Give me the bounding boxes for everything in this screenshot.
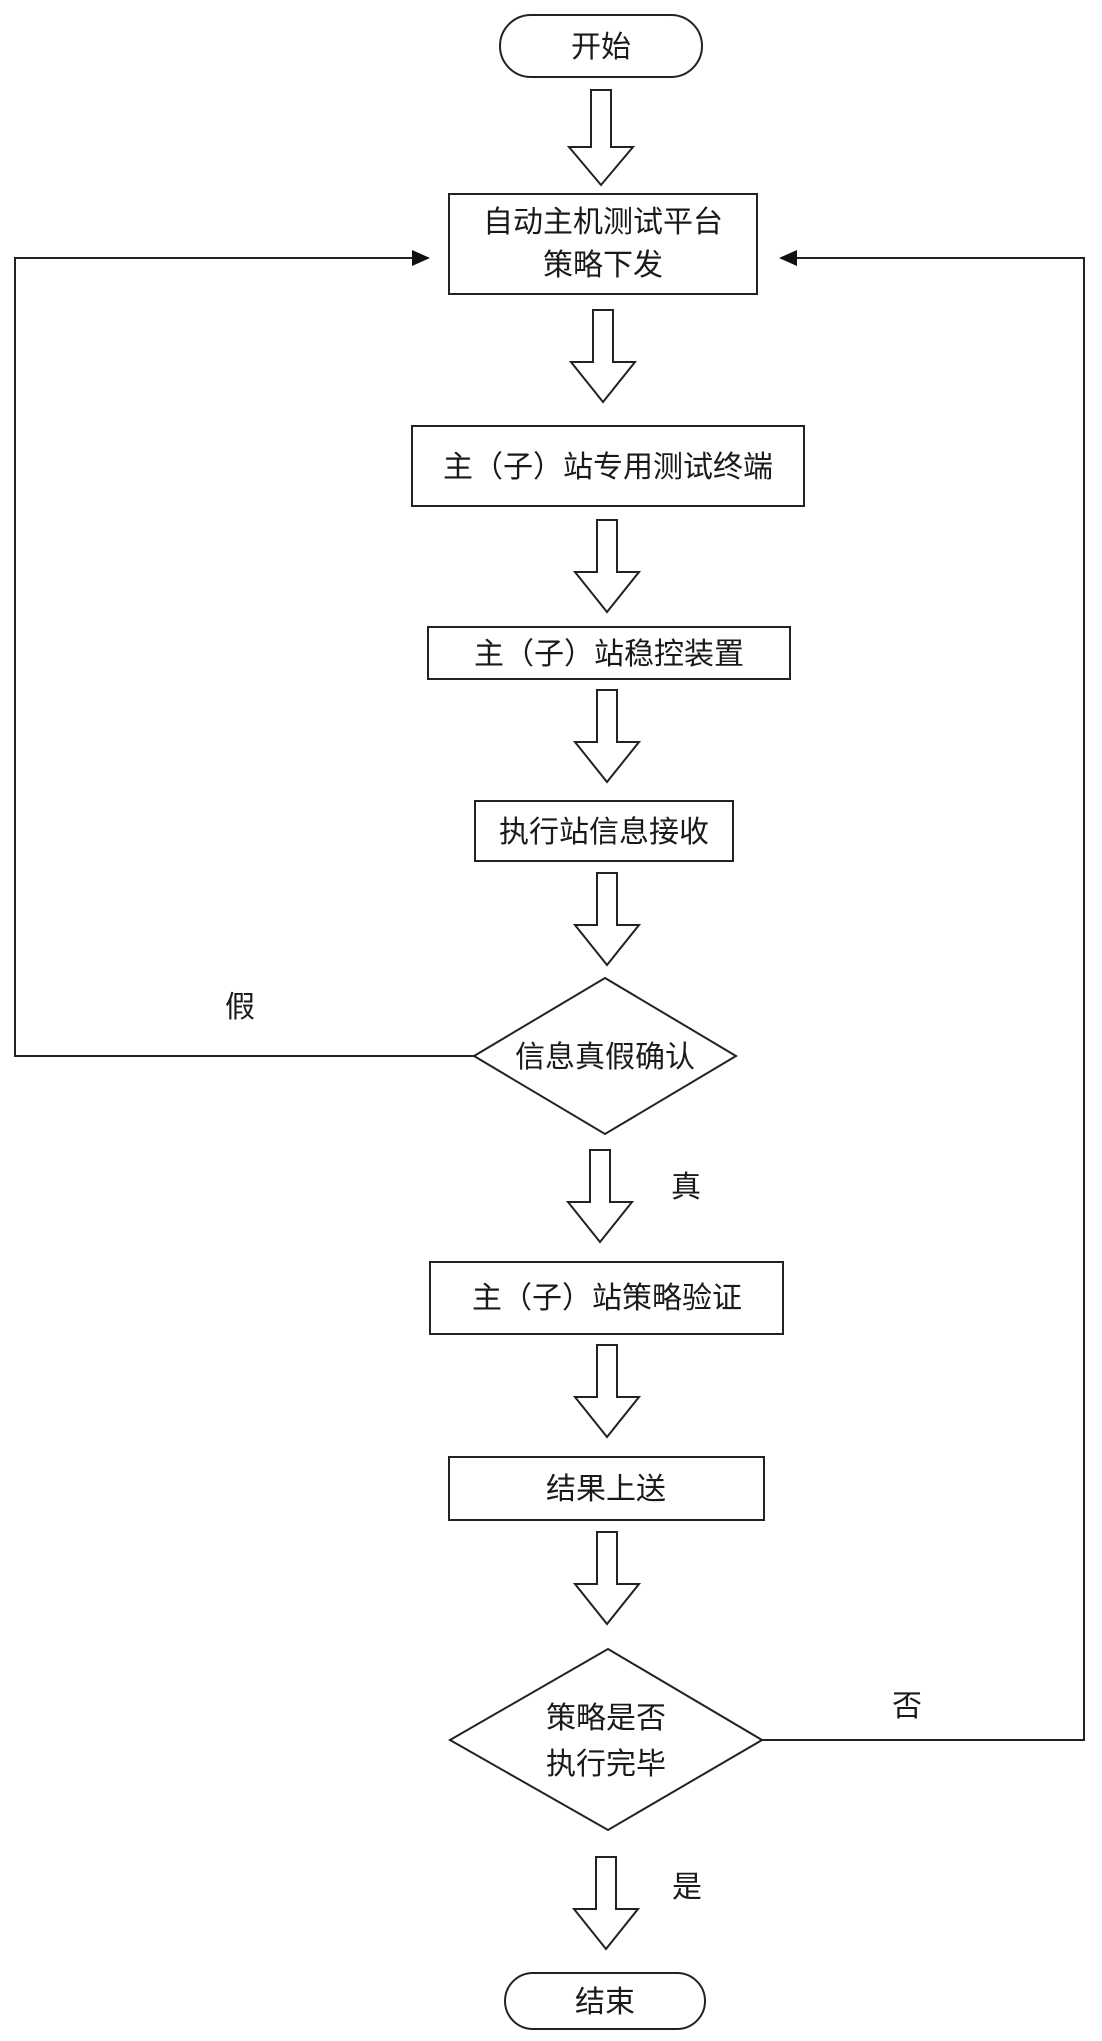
confirm-label: 信息真假确认: [515, 1040, 695, 1075]
false-label: 假: [225, 990, 255, 1025]
platform-node: 自动主机测试平台 策略下发: [448, 193, 758, 295]
flow-arrow-5: [572, 872, 642, 967]
device-label: 主（子）站稳控装置: [474, 637, 744, 672]
no-loop: [762, 250, 1085, 1741]
flow-arrow-7: [572, 1344, 642, 1439]
flow-arrow-9: [571, 1856, 641, 1951]
no-label: 否: [892, 1689, 922, 1724]
end-node: 结束: [504, 1972, 706, 2030]
flow-arrow-6: [565, 1149, 635, 1244]
terminal-node: 主（子）站专用测试终端: [411, 425, 805, 507]
verify-node: 主（子）站策略验证: [429, 1261, 784, 1335]
flow-arrow-2: [568, 309, 638, 404]
end-label: 结束: [575, 1985, 635, 2020]
yes-label: 是: [672, 1870, 702, 1905]
flow-arrow-8: [572, 1531, 642, 1626]
platform-label-line2: 策略下发: [543, 248, 663, 283]
done-label-line1: 策略是否: [546, 1701, 666, 1736]
receive-label: 执行站信息接收: [499, 815, 709, 850]
true-label: 真: [671, 1170, 701, 1205]
start-label: 开始: [571, 30, 631, 65]
flow-arrow-4: [572, 689, 642, 784]
verify-label: 主（子）站策略验证: [472, 1281, 742, 1316]
flow-arrow-1: [566, 89, 636, 187]
platform-label-line1: 自动主机测试平台: [483, 205, 723, 240]
flow-arrow-3: [572, 519, 642, 614]
done-decision: 策略是否 执行完毕: [447, 1647, 764, 1832]
confirm-decision: 信息真假确认: [472, 976, 738, 1136]
receive-node: 执行站信息接收: [474, 800, 734, 862]
device-node: 主（子）站稳控装置: [427, 626, 791, 680]
terminal-label: 主（子）站专用测试终端: [443, 450, 773, 485]
false-loop: [14, 250, 474, 1057]
start-node: 开始: [499, 14, 703, 78]
upload-node: 结果上送: [448, 1456, 765, 1521]
upload-label: 结果上送: [546, 1472, 666, 1507]
done-label-line2: 执行完毕: [546, 1747, 666, 1782]
